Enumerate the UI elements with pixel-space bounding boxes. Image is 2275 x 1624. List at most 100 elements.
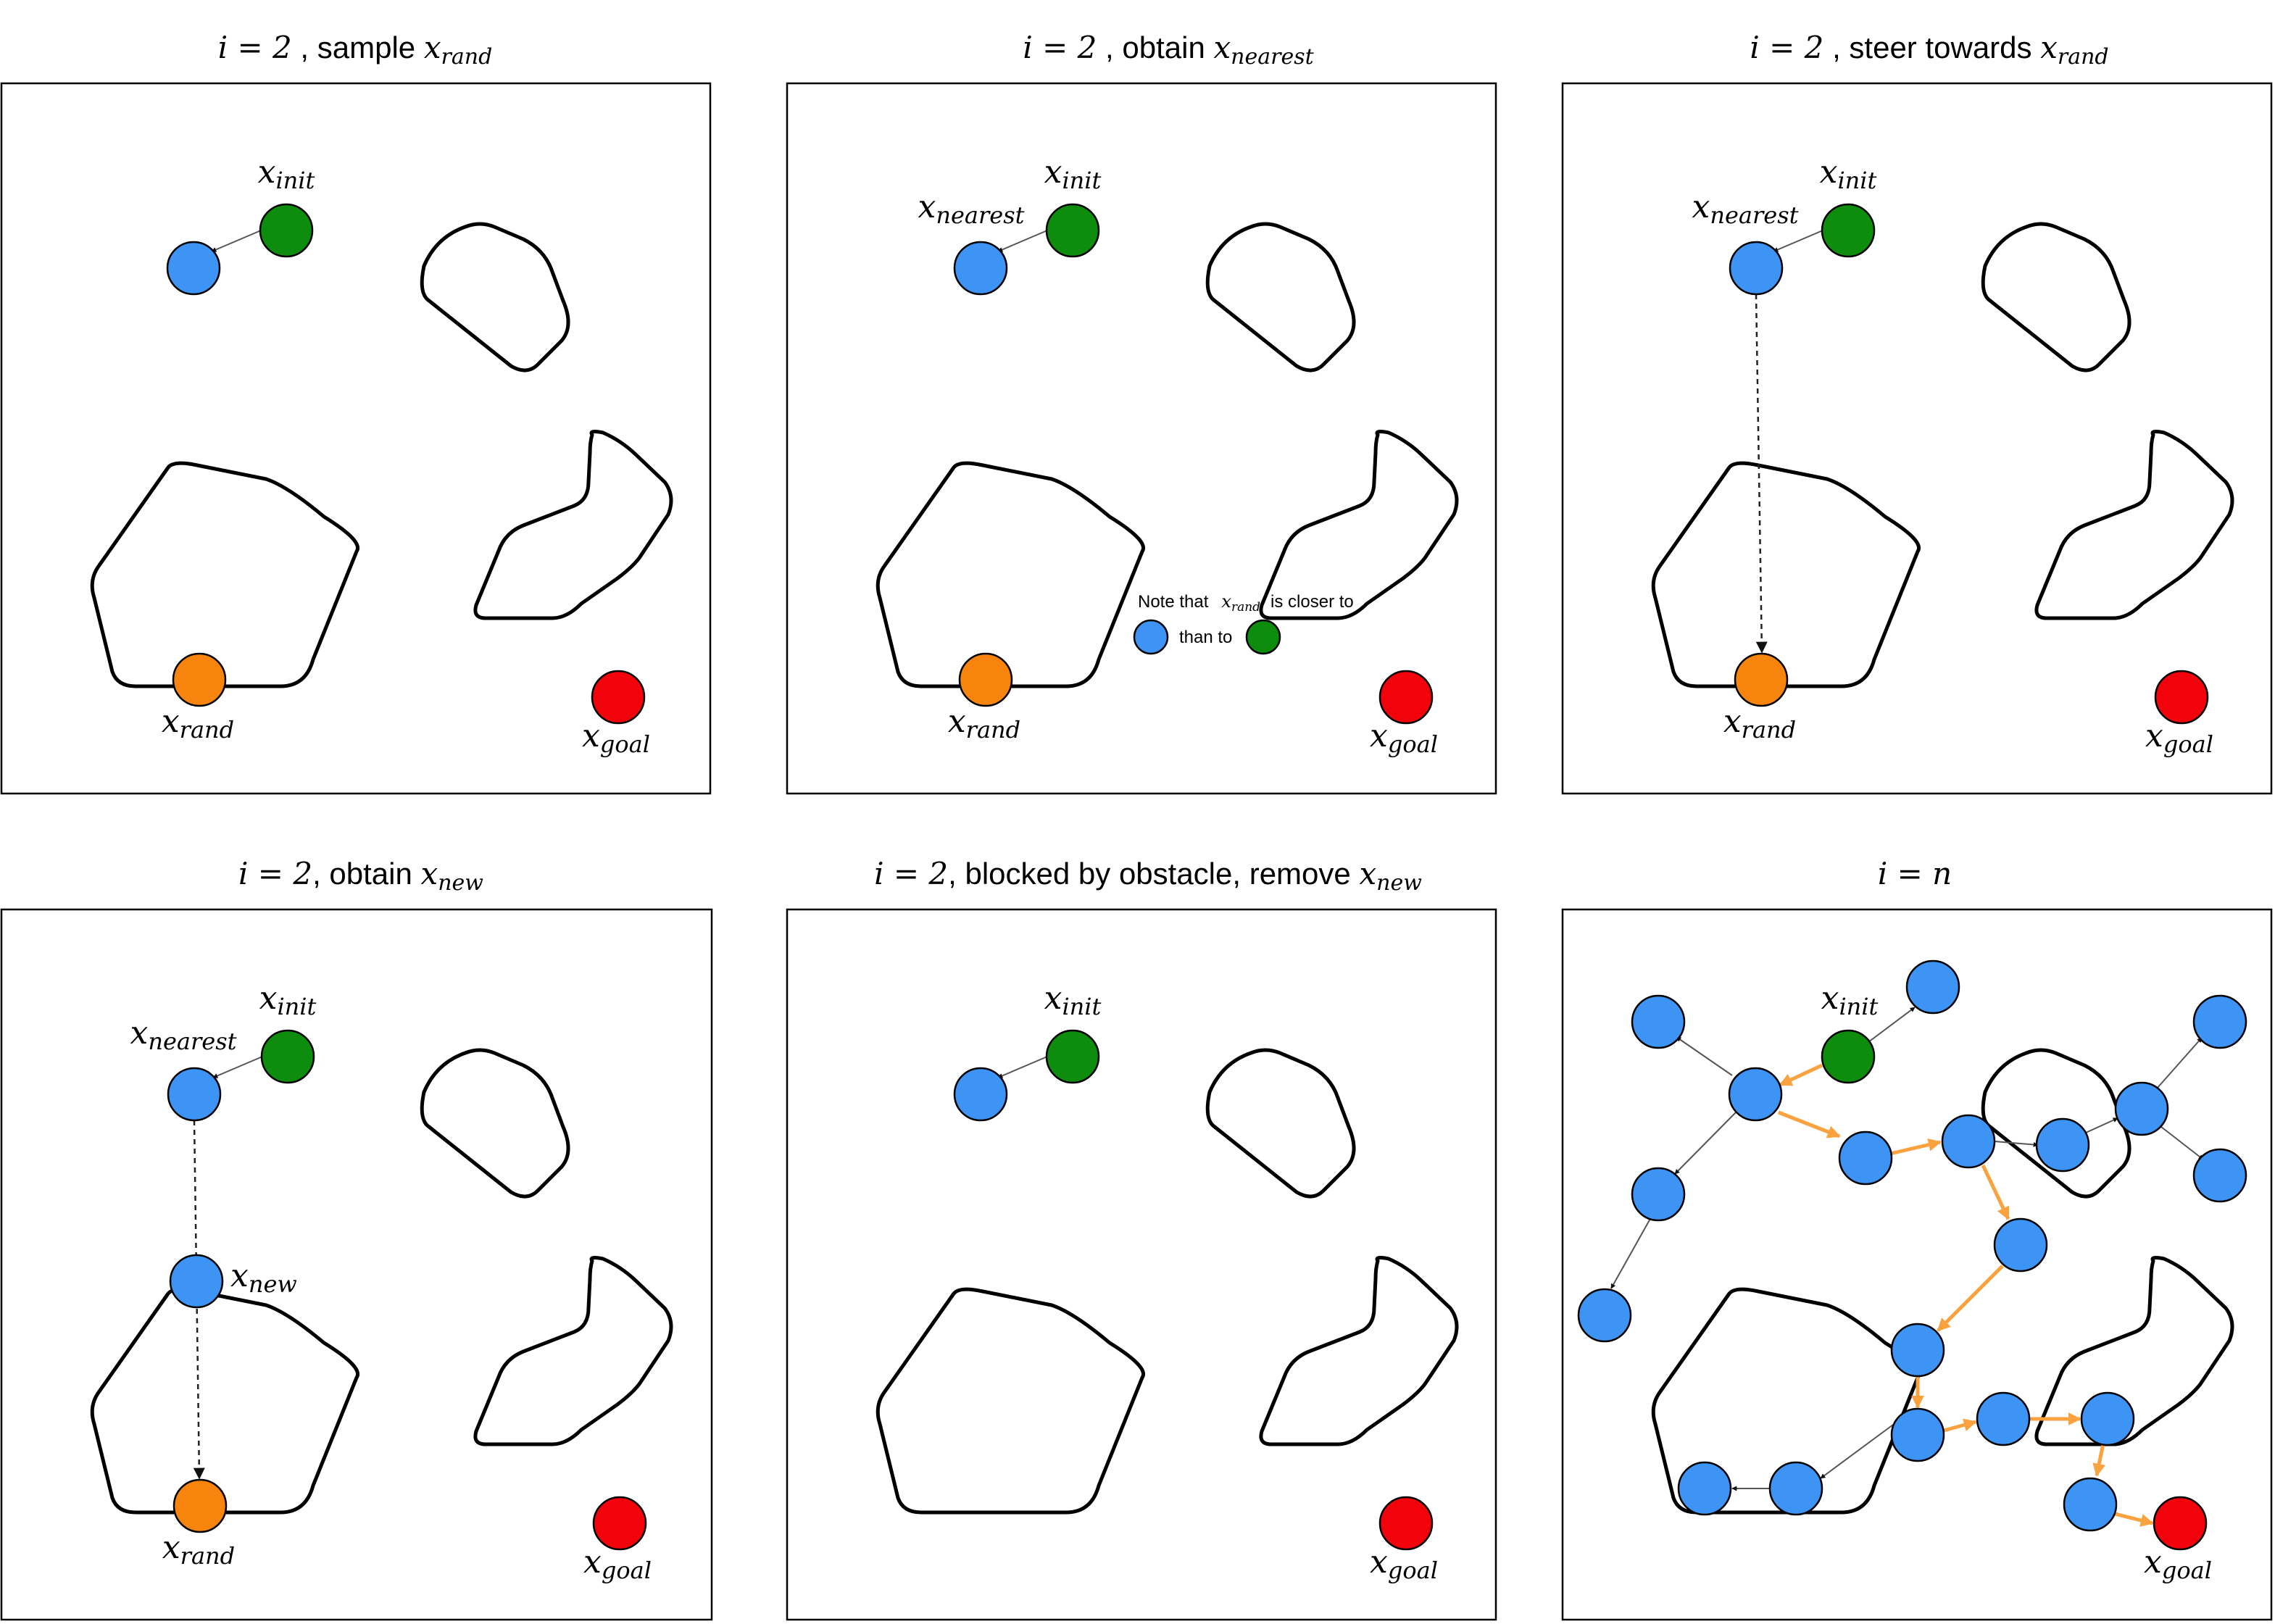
label-rand: xrand — [162, 703, 234, 744]
panel-3: i = 2 , steer towards xrand xinit xneare… — [1561, 30, 2273, 795]
label-rand: xrand — [162, 1529, 235, 1570]
path-edge — [2092, 1443, 2106, 1477]
path-edge — [2114, 1512, 2154, 1527]
tree-edge — [2160, 1126, 2204, 1160]
label-init: xinit — [1044, 980, 1102, 1020]
rand-node — [1734, 652, 1789, 707]
goal-node — [1378, 1496, 1434, 1551]
tree-node — [1631, 1167, 1686, 1222]
tree-edge — [212, 1056, 263, 1078]
note-line-2: than to — [1179, 628, 1232, 647]
tree-node — [1976, 1391, 2031, 1446]
panel-4: i = 2, obtain xnew xinit xnearest xnew x… — [0, 856, 713, 1621]
label-goal: xgoal — [582, 717, 650, 758]
tree-edge — [1773, 230, 1823, 252]
label-nearest: xnearest — [1692, 188, 1799, 229]
tree-node — [2063, 1477, 2118, 1532]
init-node — [259, 203, 314, 258]
tree-edge — [1676, 1036, 1733, 1076]
tree-node — [2114, 1081, 2169, 1136]
rand-node — [172, 1478, 228, 1533]
tree-node — [953, 1067, 1008, 1122]
tree-node — [1941, 1114, 1996, 1169]
tree-edge — [211, 230, 262, 252]
label-goal: xgoal — [1370, 717, 1438, 758]
label-rand: xrand — [948, 703, 1020, 744]
path-edges — [1778, 1063, 2154, 1527]
tree-node — [1890, 1407, 1945, 1462]
label-goal: xgoal — [583, 1544, 652, 1584]
tree-edges — [1610, 1007, 2204, 1491]
tree-node — [1838, 1130, 1893, 1186]
label-goal: xgoal — [2145, 717, 2213, 758]
tree-edge — [1868, 1007, 1916, 1043]
panel-5-title: i = 2, blocked by obstacle, remove xnew — [874, 856, 1422, 896]
init-node — [1821, 203, 1876, 258]
label-goal: xgoal — [2144, 1544, 2212, 1584]
note-tree-node — [1133, 619, 1169, 655]
panel-4-frame — [0, 908, 713, 1621]
init-node — [1821, 1029, 1876, 1084]
panel-6: i = n — [1561, 856, 2273, 1621]
tree-edge — [1674, 1110, 1738, 1175]
goal-node — [1378, 670, 1434, 725]
label-new: xnew — [230, 1257, 297, 1298]
tree-edge — [2085, 1117, 2118, 1133]
tree-node — [1905, 959, 1960, 1015]
tree-edge — [1994, 1141, 2039, 1147]
tree-node — [2035, 1117, 2090, 1173]
nearest-node — [167, 1067, 222, 1122]
init-node — [1045, 1029, 1100, 1084]
tree-node — [1577, 1288, 1632, 1343]
tree-node — [1768, 1461, 1823, 1516]
panel-5: i = 2, blocked by obstacle, remove xnew … — [786, 856, 1497, 1621]
goal-node — [592, 1496, 647, 1551]
tree-node — [1677, 1461, 1732, 1516]
panel-3-frame — [1561, 82, 2273, 795]
tree-node — [2192, 1148, 2247, 1203]
new-tree-node — [166, 241, 221, 296]
path-edge — [1779, 1063, 1823, 1087]
label-nearest: xnearest — [130, 1015, 237, 1055]
rand-node — [958, 652, 1013, 707]
tree-edge — [997, 230, 1048, 252]
tree-node — [1890, 1323, 1945, 1378]
label-init: xinit — [1044, 154, 1102, 194]
nearest-node — [953, 241, 1008, 296]
path-edge — [1943, 1418, 1977, 1433]
steer-edge — [1755, 293, 1768, 654]
label-goal: xgoal — [1370, 1544, 1438, 1584]
panel-2-title: i = 2 , obtain xnearest — [1023, 30, 1314, 70]
label-init: xinit — [1821, 980, 1879, 1020]
goal-node — [591, 670, 646, 725]
panel-1: i = 2 , sample xrand xinit xrand xgoal — [0, 30, 712, 795]
label-rand: xrand — [1723, 703, 1796, 744]
tree-edge — [1820, 1424, 1894, 1479]
goal-node — [2154, 670, 2209, 725]
path-edge — [1937, 1265, 2004, 1332]
panel-3-title: i = 2 , steer towards xrand — [1750, 30, 2108, 70]
panel-2: i = 2 , obtain xnearest xinit xnearest x… — [786, 30, 1497, 795]
panel-1-title: i = 2 , sample xrand — [218, 30, 493, 70]
tree-node — [1631, 994, 1686, 1049]
label-init: xinit — [258, 154, 315, 194]
tree-edge — [1610, 1217, 1652, 1289]
tree-node — [1728, 1067, 1783, 1122]
panel-4-title: i = 2, obtain xnew — [238, 856, 483, 896]
tree-node — [1993, 1217, 2048, 1273]
tree-node — [2080, 1391, 2135, 1446]
path-edge — [1778, 1110, 1841, 1138]
goal-node — [2153, 1496, 2208, 1551]
label-init: xinit — [259, 980, 317, 1020]
label-init: xinit — [1820, 154, 1877, 194]
path-edge — [1889, 1138, 1942, 1156]
panel-6-title: i = n — [1878, 856, 1952, 891]
note-init-node — [1245, 619, 1281, 655]
new-node — [169, 1254, 224, 1309]
nearest-node — [1729, 241, 1784, 296]
init-node — [1045, 203, 1100, 258]
tree-node — [2192, 994, 2247, 1049]
